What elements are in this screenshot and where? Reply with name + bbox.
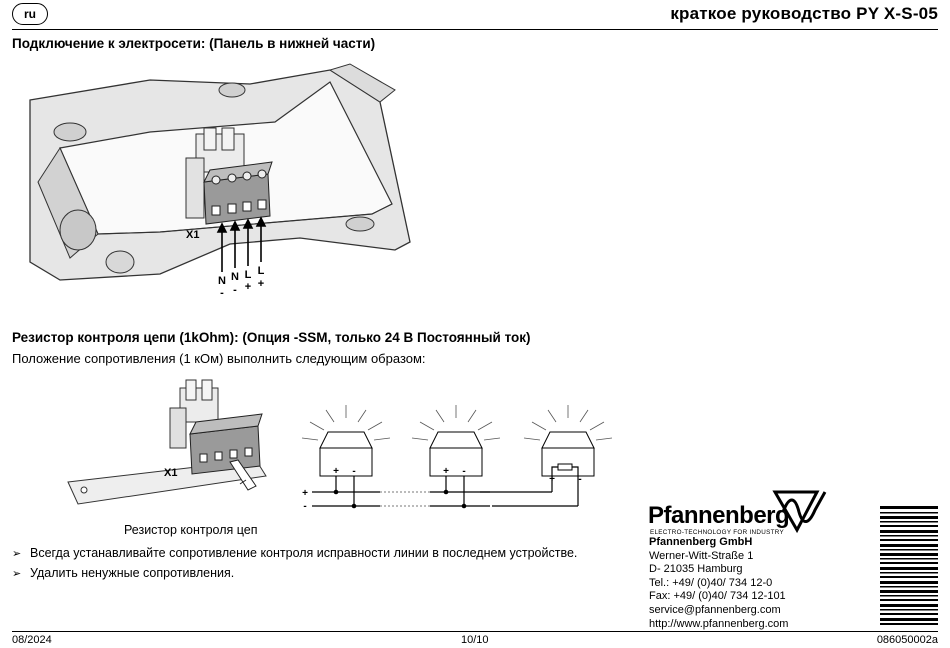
device-plus-label: + <box>333 466 339 477</box>
header-rule <box>12 29 938 30</box>
company-fax: Fax: +49/ (0)40/ 734 12-101 <box>649 590 786 603</box>
wiring-diagram: + - + - + - + - <box>301 405 613 512</box>
terminal-label: L <box>245 269 252 281</box>
terminal-label: N <box>218 275 226 287</box>
company-street: Werner-Witt-Straße 1 <box>649 549 754 562</box>
device-minus-label: - <box>578 474 581 485</box>
polarity-label: - <box>220 287 224 299</box>
device-plus-label: + <box>443 466 449 477</box>
bullet-text: Удалить ненужные сопротивления. <box>30 566 235 580</box>
bus-plus-label: + <box>302 488 308 499</box>
terminal-label: L <box>258 265 265 277</box>
bullet-arrow-icon: ➢ <box>12 568 22 580</box>
bullet-text: Всегда устанавливайте сопротивление конт… <box>30 546 578 560</box>
resistor-caption: Резистор контроля цеп <box>124 523 258 537</box>
footer-date: 08/2024 <box>12 634 52 646</box>
company-logo-tagline: ELECTRO-TECHNOLOGY FOR INDUSTRY <box>650 529 784 536</box>
language-badge: ru <box>12 3 48 25</box>
device-plus-label: + <box>549 474 555 485</box>
section1-heading: Подключение к электросети: (Панель в ниж… <box>12 36 376 51</box>
x1-label: X1 <box>186 229 199 241</box>
bus-minus-label: - <box>303 501 306 512</box>
company-tel: Tel.: +49/ (0)40/ 734 12-0 <box>649 576 773 589</box>
section2-intro: Положение сопротивления (1 кОм) выполнит… <box>12 351 426 366</box>
polarity-label: - <box>233 284 237 296</box>
footer-doc-number: 086050002a <box>876 634 938 646</box>
polarity-label: + <box>258 278 264 290</box>
footer-rule <box>12 631 938 632</box>
section2-heading: Резистор контроля цепи (1kOhm): (Опция -… <box>12 330 531 345</box>
x1-label-2: X1 <box>164 467 177 479</box>
bullet-item-2: ➢ Удалить ненужные сопротивления. <box>12 566 234 580</box>
company-logo-name: Pfannenberg <box>648 502 790 529</box>
pfannenberg-logo-icon <box>772 490 827 534</box>
bullet-arrow-icon: ➢ <box>12 548 22 560</box>
company-web[interactable]: http://www.pfannenberg.com <box>649 617 789 630</box>
power-connection-illustration: X1 N N L L - - + + <box>29 63 411 299</box>
device-minus-label: - <box>462 466 465 477</box>
bullet-item-1: ➢ Всегда устанавливайте сопротивление кон… <box>12 546 577 560</box>
polarity-label: + <box>245 281 251 293</box>
barcode-icon <box>880 506 938 625</box>
resistor-terminal-illustration: X1 <box>67 379 267 505</box>
device-minus-label: - <box>352 466 355 477</box>
company-address: Pfannenberg GmbH Werner-Witt-Straße 1 D-… <box>649 536 788 631</box>
company-city: D- 21035 Hamburg <box>649 563 743 576</box>
terminal-label: N <box>231 271 239 283</box>
footer-page: 10/10 <box>461 634 489 646</box>
company-email[interactable]: service@pfannenberg.com <box>649 603 781 616</box>
company-name: Pfannenberg GmbH <box>649 536 753 548</box>
document-title: краткое руководство PY X-S-05 <box>670 4 938 23</box>
